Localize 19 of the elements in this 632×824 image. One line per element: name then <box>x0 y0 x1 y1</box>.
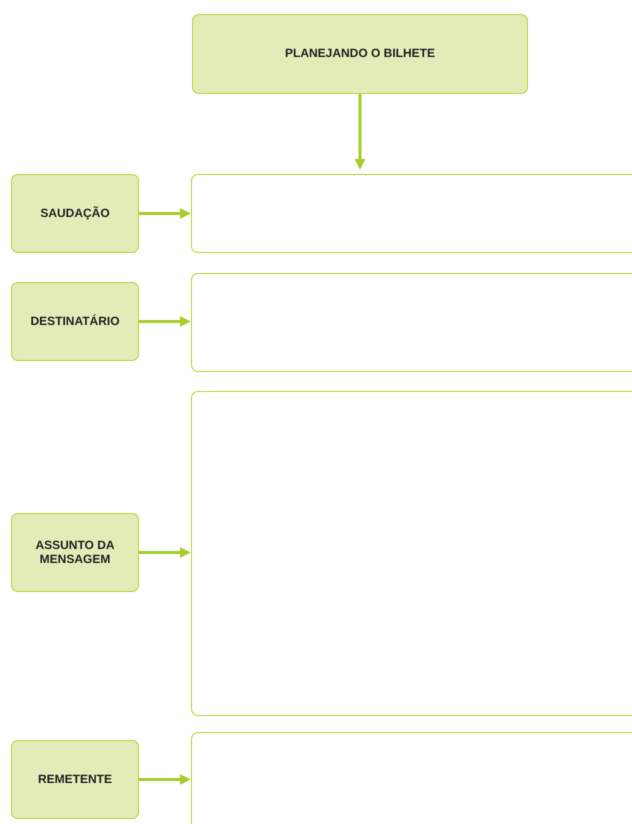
arrow <box>139 547 191 558</box>
box-label: DESTINATÁRIO <box>30 314 120 328</box>
box-label: REMETENTE <box>38 772 112 786</box>
arrow <box>139 774 191 785</box>
label-box <box>11 513 139 592</box>
label-box <box>11 174 139 253</box>
box-label: PLANEJANDO O BILHETE <box>284 47 435 61</box>
label-box <box>11 282 139 361</box>
label-box <box>192 14 528 94</box>
answer-box <box>191 391 632 716</box>
arrow <box>354 94 366 170</box>
box-label: ASSUNTO DA MENSAGEM <box>34 539 116 566</box>
label-box <box>11 740 139 819</box>
answer-box <box>191 732 632 824</box>
arrow <box>139 316 191 327</box>
answer-box <box>191 273 632 372</box>
box-label: SAUDAÇÃO <box>40 206 110 220</box>
arrow <box>139 208 191 219</box>
answer-box <box>191 174 632 253</box>
